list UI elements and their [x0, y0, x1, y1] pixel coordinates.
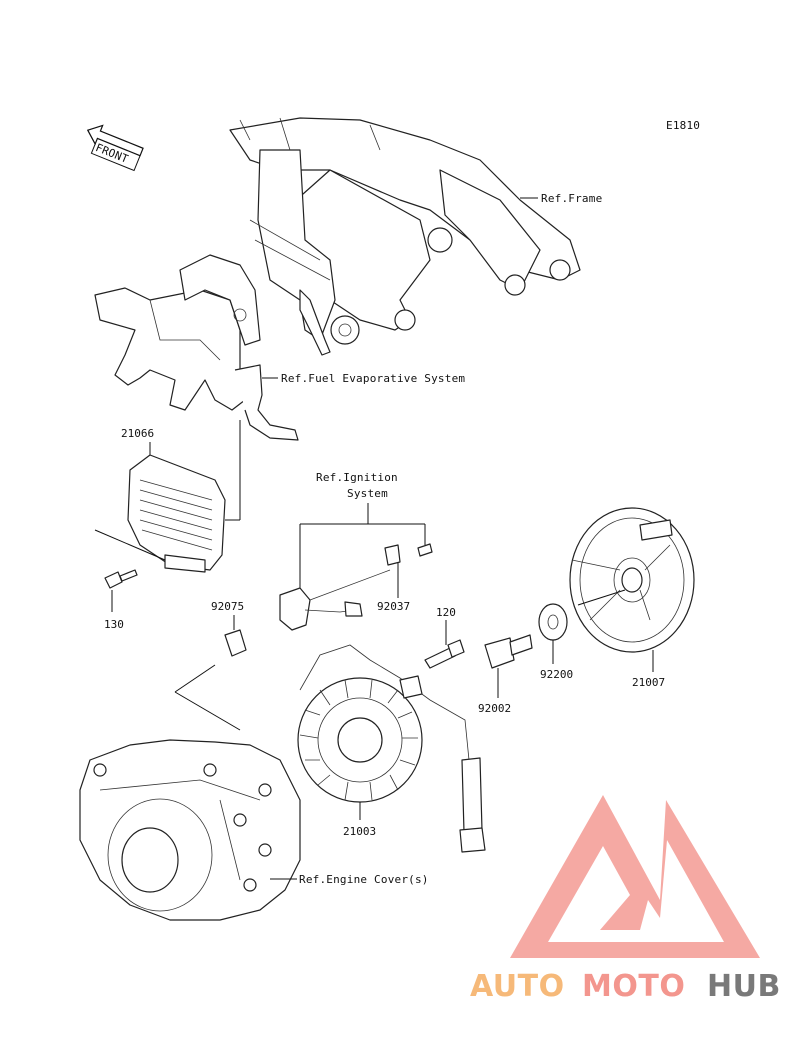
- flywheel-illustration: [569, 507, 695, 653]
- part-number-21007: 21007: [632, 676, 665, 689]
- leader-clamp-down: [174, 664, 216, 693]
- ref-ignition-label-line1: Ref.Ignition: [316, 471, 398, 484]
- part-number-92200: 92200: [540, 668, 573, 681]
- pickup-coil-illustration: [279, 543, 433, 631]
- leader-regulator-bolt: [94, 529, 166, 561]
- frame-illustration: [229, 117, 581, 356]
- watermark-text-auto: AUTO: [470, 969, 565, 1004]
- washer-illustration: [538, 603, 568, 641]
- part-number-92037: 92037: [377, 600, 410, 613]
- watermark-text-moto: MOTO: [582, 969, 685, 1004]
- engine-cover-illustration: [79, 739, 301, 921]
- regulator-illustration: [127, 454, 226, 573]
- leader-flywheel-axis: [577, 589, 626, 606]
- bolt-130-illustration: [104, 569, 138, 589]
- ref-fuel-evap-label: Ref.Fuel Evaporative System: [281, 372, 465, 385]
- ref-frame-label: Ref.Frame: [541, 192, 602, 205]
- part-number-92075: 92075: [211, 600, 244, 613]
- part-number-120: 120: [436, 606, 456, 619]
- ref-ignition-label-line2: System: [347, 487, 388, 500]
- bracket-illustration: [94, 254, 299, 441]
- part-number-21003: 21003: [343, 825, 376, 838]
- bolt-120-illustration: [424, 639, 465, 669]
- part-number-regulator: 21066: [121, 427, 154, 440]
- part-number-130: 130: [104, 618, 124, 631]
- watermark-logo: AUTO MOTO HUB: [470, 795, 781, 1004]
- diagram-code: E1810: [666, 119, 700, 132]
- stator-illustration: [297, 644, 486, 853]
- front-arrow-icon: FRONT: [86, 124, 144, 172]
- part-number-92002: 92002: [478, 702, 511, 715]
- clamp-illustration: [224, 629, 247, 657]
- leader-clamp-cover: [174, 691, 241, 731]
- ref-engine-cover-label: Ref.Engine Cover(s): [299, 873, 429, 886]
- watermark-text-hub: HUB: [707, 969, 781, 1004]
- bolt-92002-illustration: [484, 634, 533, 669]
